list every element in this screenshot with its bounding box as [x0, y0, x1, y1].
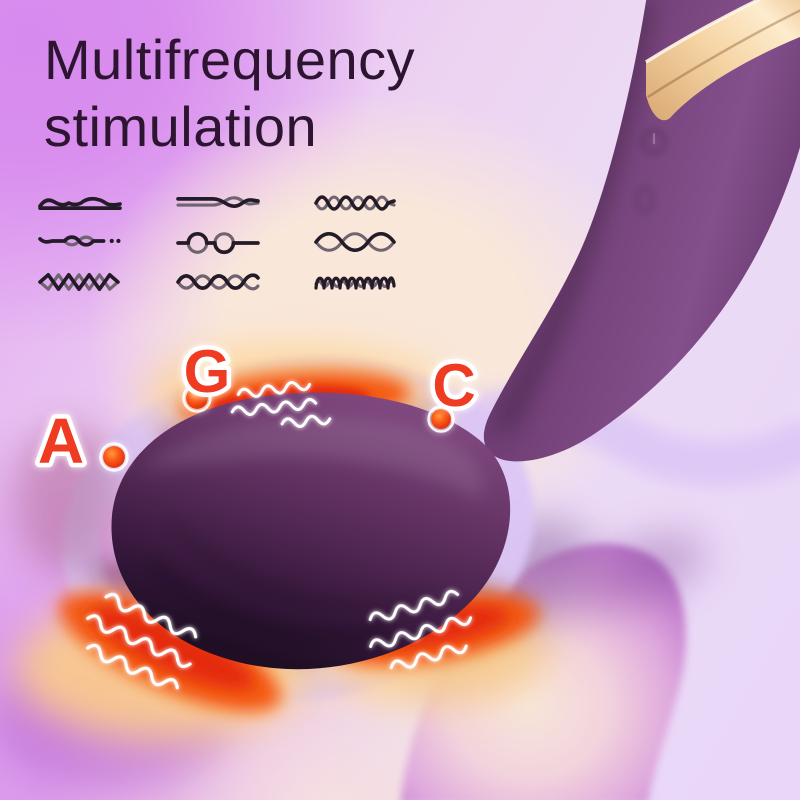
wave-pattern-loop-wave-icon [176, 225, 260, 259]
vibration-waves-top [230, 380, 332, 428]
wave-pattern-knot-pulse-icon [38, 225, 122, 259]
a-spot-label: A [38, 405, 84, 477]
title-line-1: Multifrequency [44, 28, 416, 91]
wave-pattern-tight-braid-icon [314, 189, 396, 217]
wave-pattern-rope-braid-icon [176, 267, 260, 297]
device-shaft [484, 0, 800, 462]
g-spot-label: G [184, 338, 231, 405]
c-spot-label: C [432, 352, 475, 419]
wave-pattern-gentle-ripple-icon [38, 189, 122, 217]
vibration-modes-grid [38, 189, 396, 297]
c-spot-dot [427, 405, 455, 433]
wave-pattern-double-helix-icon [314, 225, 396, 259]
device-head [111, 392, 511, 670]
stimulation-dots [99, 383, 455, 472]
vibration-waves-bottom-left [86, 592, 198, 690]
a-spot-dot [99, 442, 129, 472]
gold-band-accent [645, 0, 800, 121]
g-spot-dot [182, 383, 212, 413]
wave-pattern-twist-pair-icon [176, 189, 260, 217]
zone-letters: A G C [33, 334, 480, 482]
wave-pattern-dense-coil-icon [314, 267, 396, 297]
wave-pattern-zigzag-weave-icon [38, 267, 122, 297]
control-buttons [636, 129, 667, 213]
vibration-waves-bottom-right [368, 589, 473, 670]
page-title: Multifrequency stimulation [44, 26, 415, 160]
title-line-2: stimulation [44, 95, 318, 158]
